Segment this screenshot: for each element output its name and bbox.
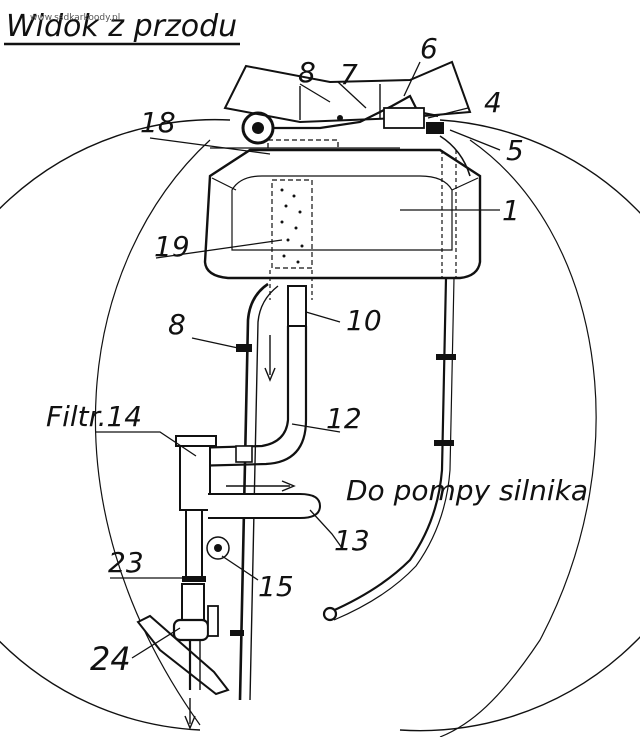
clamp-right-1	[436, 354, 456, 360]
return-line	[329, 277, 448, 614]
drain-arrow-head	[184, 715, 196, 730]
cock-lever	[207, 605, 219, 637]
label-7: 7	[340, 58, 358, 91]
fuel-tank	[203, 148, 482, 280]
watermark: www.ssdkarkoody.pl	[30, 13, 120, 23]
windshield-frame	[223, 60, 472, 124]
label-8-left: 8	[168, 308, 186, 341]
label-5: 5	[506, 134, 524, 167]
label-18: 18	[140, 106, 176, 139]
fuselage-outline	[0, 118, 640, 732]
pump-line-13	[208, 493, 322, 519]
label-1: 1	[502, 194, 520, 227]
valve-head	[426, 122, 444, 134]
fuel-connector-10	[287, 285, 307, 327]
label-13: 13	[334, 524, 370, 557]
lower-tube	[185, 509, 203, 581]
vent-pipe-8-inner	[249, 285, 279, 701]
diagram-title: Widok z przodu	[6, 9, 237, 44]
clamp-right-2	[434, 440, 454, 446]
valve-15-center	[214, 544, 222, 552]
filter-cap	[175, 435, 217, 447]
fuel-tank-inner	[231, 175, 453, 251]
fuel-line-12	[189, 326, 290, 450]
label-6: 6	[420, 32, 438, 65]
valve-screw	[337, 115, 343, 121]
return-line-end	[322, 606, 338, 622]
label-10: 10	[346, 304, 382, 337]
fuselage-skin-piece	[136, 614, 230, 696]
label-pump: Do pompy silnika	[346, 474, 588, 507]
valve-tube	[439, 135, 471, 177]
clamp-8	[236, 344, 252, 352]
pump-flow-arrow-head	[281, 480, 296, 492]
leader-lines	[96, 61, 501, 659]
cock-body	[181, 583, 205, 621]
label-24: 24	[90, 640, 131, 678]
sight-glass-dots	[280, 188, 304, 264]
sight-glass-dashed	[271, 179, 313, 269]
tank-inner-line	[211, 177, 237, 191]
fuselage-arc-right	[439, 139, 597, 737]
label-23: 23	[108, 546, 144, 579]
valve-15	[206, 536, 230, 560]
fuel-line-12-inner	[189, 326, 308, 468]
filler-cap-center	[252, 122, 264, 134]
cock-24	[172, 618, 210, 642]
clamp-lower-2	[230, 630, 244, 636]
filter-collar	[235, 445, 253, 463]
clamp-23	[182, 576, 206, 582]
vent-pipe-8	[238, 282, 269, 701]
label-15: 15	[258, 570, 294, 603]
label-4: 4	[484, 86, 502, 119]
label-19: 19	[154, 230, 190, 263]
label-filter: Filtr.14	[46, 400, 142, 433]
label-8-top: 8	[298, 56, 316, 89]
return-line-inner	[333, 277, 455, 621]
valve-body	[383, 107, 425, 129]
label-12: 12	[326, 402, 362, 435]
flow-arrow-down-head	[264, 367, 276, 382]
